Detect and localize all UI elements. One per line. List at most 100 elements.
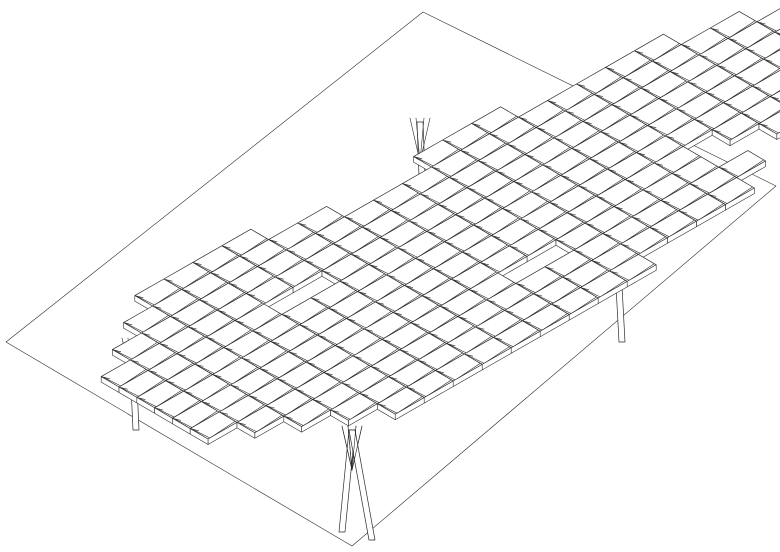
cell-corner-rib [595, 195, 605, 199]
roof-grid [100, 8, 780, 445]
cell-corner-rib [479, 262, 489, 266]
cell-corner-rib [152, 305, 162, 309]
cell-corner-rib [457, 316, 467, 320]
cell-corner-rib [466, 187, 476, 191]
cell-corner-rib [522, 320, 532, 324]
cell-edge-left [283, 415, 302, 433]
cell-corner-rib [368, 264, 378, 268]
cell-corner-rib [392, 312, 402, 315]
cell-corner-rib [415, 258, 425, 261]
cell-corner-rib [506, 143, 516, 147]
cell-corner-rib [413, 156, 423, 160]
cell-corner-rib [756, 21, 766, 25]
cell-corner-rib [268, 239, 278, 243]
column-brace [351, 425, 357, 471]
cell-corner-rib [136, 397, 146, 400]
cell-corner-rib [377, 403, 387, 407]
cell-corner-rib [297, 222, 307, 226]
cell-corner-rib [410, 322, 420, 326]
cell-corner-rib [428, 332, 438, 336]
cell-corner-rib [274, 276, 284, 280]
cell-corner-rib [745, 48, 755, 52]
cell-corner-rib [315, 233, 325, 236]
cell-corner-rib [576, 83, 586, 87]
cell-corner-rib [493, 337, 503, 340]
cell-corner-rib [578, 185, 588, 189]
cell-corner-rib [259, 368, 269, 371]
cell-edge-left [711, 129, 731, 146]
cell-corner-rib [163, 278, 173, 282]
cell-corner-rib [680, 44, 690, 48]
cell-corner-rib [402, 183, 412, 187]
cell-corner-rib [718, 166, 728, 170]
cell-corner-rib [473, 224, 483, 228]
cell-corner-rib [312, 399, 322, 403]
cell-corner-rib [562, 276, 572, 280]
cell-corner-rib [647, 125, 657, 129]
cell-corner-rib [397, 247, 407, 251]
cell-corner-rib [399, 349, 409, 353]
cell-inner-rib [766, 59, 780, 68]
cell-corner-rib [495, 170, 505, 174]
cell-corner-rib [228, 282, 238, 286]
roof-cell [377, 386, 425, 421]
cell-corner-rib [593, 94, 603, 97]
cell-corner-rib [247, 395, 257, 398]
cell-corner-rib [245, 293, 255, 297]
cell-corner-rib [183, 390, 193, 394]
cell-corner-rib [471, 123, 481, 126]
cell-corner-rib [181, 289, 191, 292]
cell-corner-rib [404, 285, 414, 288]
cell-corner-rib [216, 309, 226, 313]
cell-corner-rib [388, 376, 398, 380]
cell-corner-rib [660, 200, 670, 203]
roof-cell [609, 254, 657, 288]
cell-corner-rib [687, 81, 697, 85]
cell-corner-rib [602, 233, 612, 237]
cell-corner-rib [676, 108, 686, 112]
roof-cell [522, 303, 570, 338]
cell-corner-rib [154, 407, 164, 411]
cell-corner-rib [281, 314, 291, 317]
cell-corner-rib [100, 376, 110, 380]
cell-corner-rib [431, 166, 441, 170]
cell-corner-rib [442, 139, 452, 143]
cell-corner-rib [158, 343, 168, 346]
column-brace [351, 425, 363, 471]
cell-corner-rib [141, 332, 151, 336]
cell-corner-rib [484, 197, 494, 201]
cell-corner-rib [607, 168, 617, 172]
cell-corner-rib [129, 359, 139, 363]
cell-corner-rib [406, 386, 416, 390]
cell-corner-rib [435, 370, 445, 374]
cell-corner-rib [533, 293, 543, 297]
cell-corner-rib [439, 305, 449, 309]
cell-corner-rib [589, 158, 599, 162]
ground-plane [5, 11, 777, 547]
cell-corner-rib [573, 249, 583, 253]
cell-corner-rib [535, 127, 545, 131]
cell-corner-rib [634, 50, 644, 54]
cell-corner-rib [346, 318, 356, 322]
cell-corner-rib [359, 393, 369, 396]
cell-corner-rib [446, 343, 456, 347]
cell-corner-rib [172, 417, 182, 421]
roof-cell [136, 380, 184, 414]
cell-corner-rib [571, 148, 581, 151]
cell-corner-rib [328, 307, 338, 311]
cell-corner-rib [551, 303, 561, 307]
cell-corner-rib [187, 326, 197, 330]
cell-corner-rib [631, 216, 641, 220]
cell-corner-rib [330, 409, 340, 413]
cell-corner-rib [769, 96, 779, 100]
cell-corner-rib [112, 349, 122, 353]
cell-corner-rib [350, 253, 360, 257]
roof-cell [493, 320, 541, 354]
cell-corner-rib [464, 353, 474, 357]
cell-corner-rib [716, 65, 726, 68]
roof-cell [189, 411, 238, 445]
cell-corner-rib [489, 133, 499, 137]
cell-corner-rib [239, 255, 249, 259]
cell-corner-rib [257, 266, 267, 270]
